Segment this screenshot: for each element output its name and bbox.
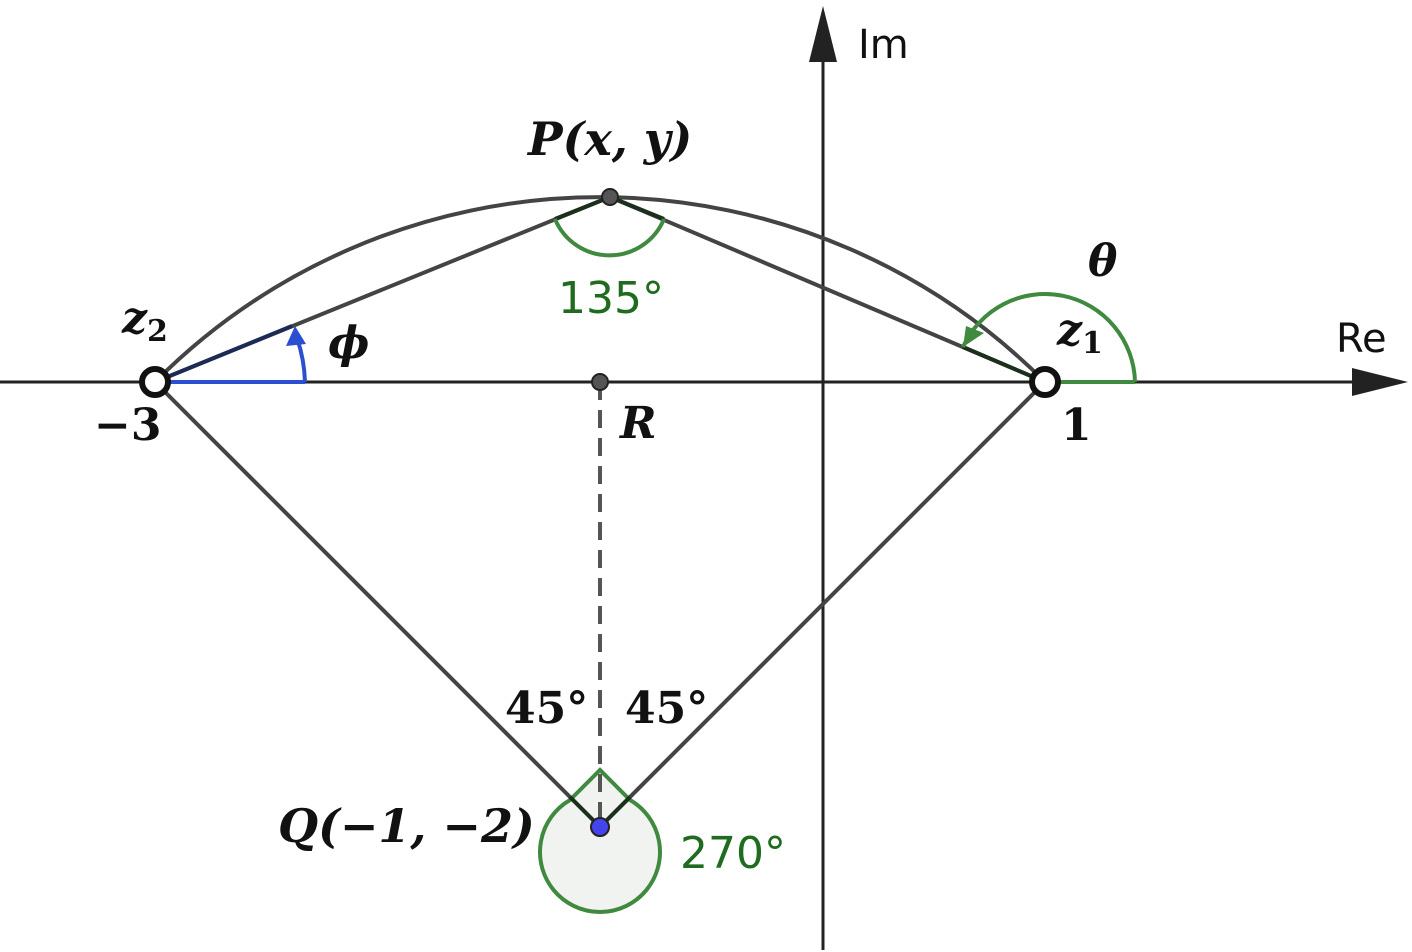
label-135: 135° xyxy=(558,273,664,324)
segment-z2-Q xyxy=(153,380,602,829)
value-label-1: 1 xyxy=(1061,400,1092,451)
accent-z2-blue xyxy=(154,324,293,384)
angle-135-arc xyxy=(553,218,666,258)
point-z1 xyxy=(1029,366,1061,398)
real-axis-arrowhead xyxy=(1352,368,1408,396)
accent-P-left xyxy=(554,195,611,221)
angle-theta-arc xyxy=(961,292,1137,383)
label-z1: z1 xyxy=(1056,305,1103,361)
segment-Q-z1 xyxy=(598,380,1047,829)
label-45-right: 45° xyxy=(625,683,708,734)
circle-arc xyxy=(153,195,1047,384)
point-P xyxy=(601,188,619,206)
angle-phi-arrowhead xyxy=(286,326,306,346)
accent-P-right xyxy=(609,195,665,221)
real-axis-label: Re xyxy=(1336,316,1387,362)
label-45-left: 45° xyxy=(505,683,588,734)
point-R xyxy=(591,373,609,391)
label-P: P(x, y) xyxy=(526,112,692,166)
label-z2: z2 xyxy=(121,293,168,349)
point-Q xyxy=(590,817,610,837)
label-theta: θ xyxy=(1088,236,1118,287)
value-label-minus-3: −3 xyxy=(94,400,161,451)
point-z2 xyxy=(139,366,171,398)
imaginary-axis-arrowhead xyxy=(809,6,837,62)
label-R: R xyxy=(618,398,657,449)
angle-270-arc xyxy=(538,767,662,914)
label-270: 270° xyxy=(680,828,786,879)
label-Q: Q(−1, −2) xyxy=(278,799,535,853)
imaginary-axis-label: Im xyxy=(858,22,909,68)
angle-theta-arrowhead xyxy=(963,326,984,347)
label-phi: ϕ xyxy=(328,318,369,369)
